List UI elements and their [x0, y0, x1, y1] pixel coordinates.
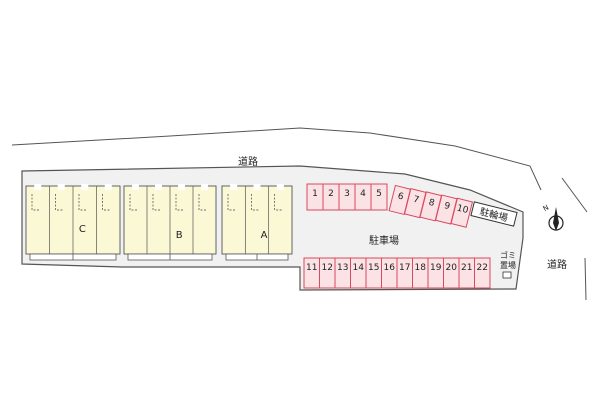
svg-text:11: 11: [306, 263, 317, 273]
parking-space-12: 12: [319, 257, 336, 289]
parking-space-13: 13: [334, 257, 351, 289]
building-label-a: A: [261, 230, 268, 241]
svg-text:2: 2: [328, 189, 334, 199]
parking-space-3: 3: [338, 183, 356, 211]
parking-space-17: 17: [396, 257, 413, 289]
parking-space-20: 20: [443, 257, 460, 289]
parking-space-11: 11: [303, 257, 320, 289]
svg-text:21: 21: [461, 263, 472, 273]
parking-space-1: 1: [306, 183, 324, 211]
svg-text:20: 20: [446, 263, 458, 273]
svg-text:13: 13: [337, 263, 348, 273]
compass-icon: N: [542, 203, 564, 231]
svg-text:17: 17: [399, 263, 410, 273]
road-east-label: 道路: [547, 258, 567, 271]
road-edge-east-lower: [584, 257, 587, 301]
svg-text:3: 3: [344, 189, 350, 199]
building-label-c: C: [79, 224, 86, 235]
svg-text:14: 14: [353, 263, 365, 273]
parking-space-5: 5: [370, 183, 388, 211]
svg-text:18: 18: [415, 263, 427, 273]
svg-text:15: 15: [368, 263, 379, 273]
svg-text:19: 19: [430, 263, 442, 273]
svg-text:4: 4: [360, 189, 366, 199]
building-c: C: [25, 184, 121, 261]
parking-label: 駐車場: [369, 234, 399, 247]
compass-north-label: N: [542, 203, 551, 213]
building-label-b: B: [176, 230, 183, 241]
svg-text:1: 1: [312, 189, 318, 199]
parking-space-19: 19: [427, 257, 444, 289]
trash-label-line1: ゴミ: [500, 250, 516, 260]
svg-text:7: 7: [412, 195, 420, 206]
parking-space-18: 18: [412, 257, 429, 289]
bike-parking: 駐輪場: [470, 201, 518, 227]
parking-space-6: 6: [388, 184, 412, 216]
parking-space-14: 14: [350, 257, 367, 289]
road-edge-east-upper: [561, 177, 588, 213]
road-north-label: 道路: [238, 155, 258, 168]
parking-space-16: 16: [381, 257, 398, 289]
parking-space-15: 15: [365, 257, 382, 289]
svg-text:22: 22: [477, 263, 488, 273]
trash-area: ゴミ 置場: [500, 250, 516, 279]
svg-text:10: 10: [456, 204, 470, 217]
svg-text:12: 12: [322, 263, 333, 273]
road-edge-north: [11, 127, 542, 191]
parking-space-4: 4: [354, 183, 372, 211]
parking-space-2: 2: [322, 183, 340, 211]
svg-text:6: 6: [396, 191, 404, 202]
svg-text:16: 16: [384, 263, 396, 273]
building-a: A: [221, 184, 293, 261]
parking-space-10: 10: [450, 197, 474, 228]
parking-space-22: 22: [474, 257, 491, 289]
svg-text:8: 8: [427, 198, 435, 209]
trash-box: [502, 271, 512, 279]
svg-text:9: 9: [443, 201, 451, 212]
trash-label-line2: 置場: [500, 260, 516, 270]
parking-space-21: 21: [458, 257, 475, 289]
svg-text:5: 5: [376, 189, 382, 199]
building-b: B: [123, 184, 217, 261]
